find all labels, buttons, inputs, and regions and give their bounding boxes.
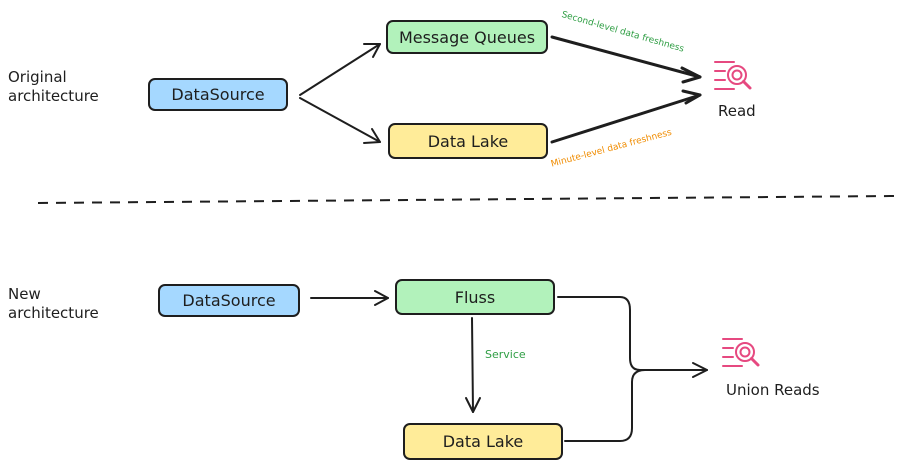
section-divider (37, 195, 897, 204)
service-annotation: Service (485, 348, 526, 361)
arrowhead-read-top (680, 66, 702, 84)
fluss-node[interactable]: Fluss (395, 279, 555, 315)
connector-fluss-union (557, 296, 641, 371)
search-list-icon (720, 335, 768, 379)
read-label: Read (718, 102, 756, 120)
original-architecture-label: Original architecture (8, 68, 99, 105)
data-lake-node[interactable]: Data Lake (388, 123, 548, 159)
arrow-datasource-to-lake (299, 97, 381, 143)
arrowhead-fluss (374, 290, 389, 306)
arrowhead-queues (363, 43, 381, 58)
arrowhead-lake (363, 128, 381, 144)
message-queues-node[interactable]: Message Queues (386, 20, 548, 54)
arrow-fluss-to-lake (471, 317, 474, 413)
connector-lake-union (564, 369, 646, 442)
union-reads-label: Union Reads (726, 381, 820, 399)
new-data-lake-node[interactable]: Data Lake (403, 423, 563, 460)
search-list-icon (712, 58, 760, 102)
new-architecture-label: New architecture (8, 285, 99, 322)
arrow-queues-to-read (550, 35, 702, 79)
datasource-node[interactable]: DataSource (148, 78, 288, 111)
arrow-lake-to-read (550, 93, 702, 144)
arrowhead-union-reads (692, 362, 708, 378)
arrowhead-lake-new (465, 397, 481, 413)
arrowhead-read-bottom (681, 89, 702, 105)
arrow-datasource-to-queues (299, 43, 381, 96)
new-datasource-node[interactable]: DataSource (158, 284, 300, 317)
